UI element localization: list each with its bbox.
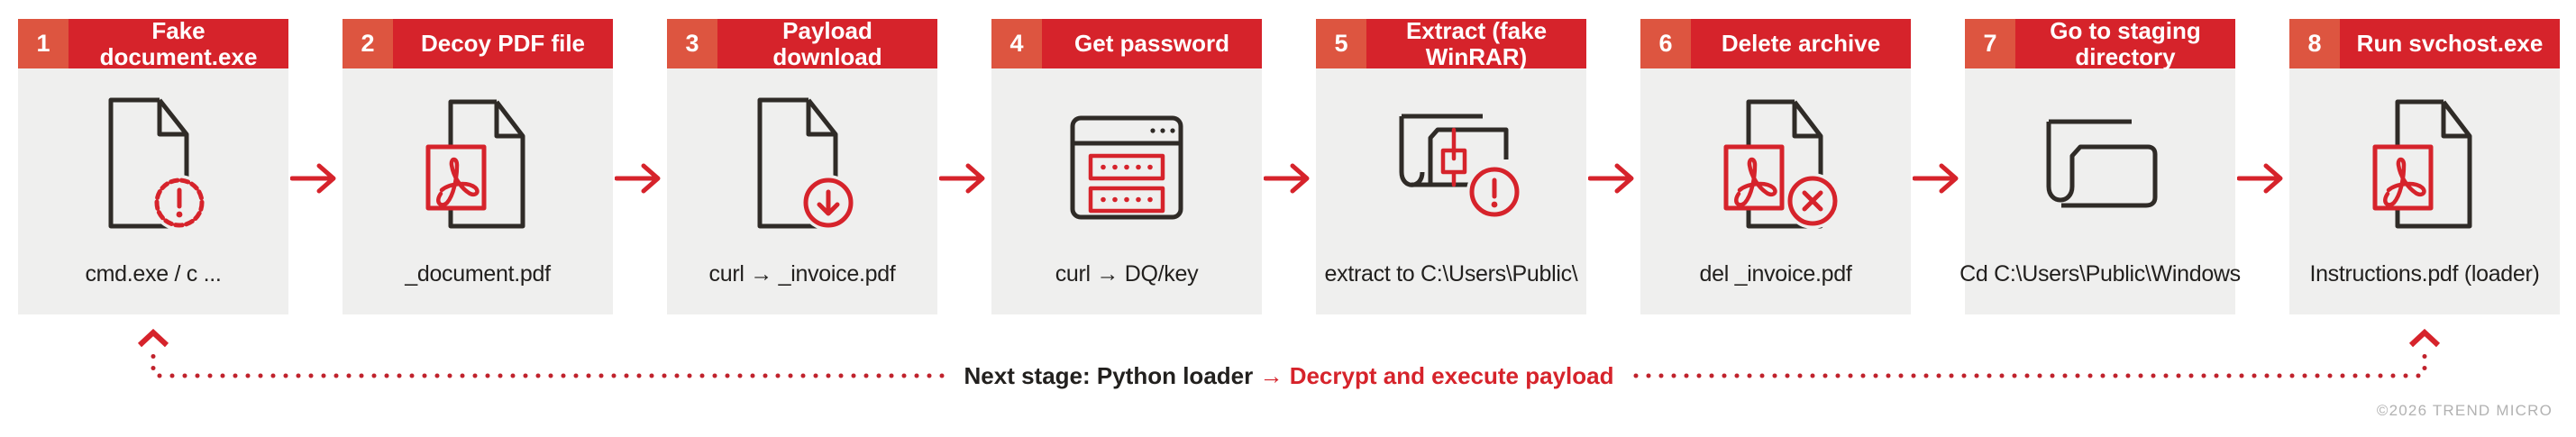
step-8-body: Instructions.pdf (loader) [2289, 68, 2560, 314]
step-card-8: 8 Run svchost.exe Instructions.pdf (load… [2289, 19, 2560, 314]
step-card-5: 5 Extract (fake WinRAR) [1316, 18, 1586, 314]
folder-icon [2046, 119, 2158, 207]
step-2-title: Decoy PDF file [393, 19, 613, 68]
flow-arrow-icon [1264, 163, 1310, 194]
step-5-header: 5 Extract (fake WinRAR) [1316, 18, 1586, 69]
next-stage-label-black: Next stage: Python loader [964, 362, 1254, 389]
step-1-caption: cmd.exe / c ... [85, 261, 222, 287]
step-3-header: 3 Payload download [667, 18, 937, 69]
step-1-header: 1 Fake document.exe [18, 18, 288, 69]
pdf-file-icon [425, 99, 525, 228]
copyright-text: ©2026 TREND MICRO [2376, 402, 2553, 419]
step-3-number: 3 [667, 19, 717, 68]
step-7-header: 7 Go to staging directory [1965, 18, 2235, 69]
step-6-header: 6 Delete archive [1640, 19, 1911, 68]
step-3-caption: curl → _invoice.pdf [708, 261, 896, 287]
step-7-number: 7 [1965, 19, 2015, 68]
step-5-body: extract to C:\Users\Public\ [1316, 68, 1586, 314]
step-4-header: 4 Get password [991, 19, 1262, 68]
pdf-loader-icon [2372, 99, 2472, 228]
flow-arrow-icon [2237, 163, 2283, 194]
step-7-title: Go to staging directory [2015, 18, 2235, 69]
pdf-delete-icon [1723, 99, 1841, 229]
step-card-2: 2 Decoy PDF file _document.pdf [343, 19, 613, 314]
step-6-number: 6 [1640, 19, 1691, 68]
step-5-number: 5 [1316, 19, 1366, 68]
step-card-1: 1 Fake document.exe cmd.exe / c ... [18, 18, 288, 314]
step-4-number: 4 [991, 19, 1042, 68]
step-1-number: 1 [18, 19, 69, 68]
next-stage-label: Next stage: Python loader → Decrypt and … [949, 361, 1629, 390]
dotted-connector-vertical [151, 351, 156, 374]
step-3-title: Payload download [717, 18, 937, 69]
step-4-title: Get password [1042, 19, 1262, 68]
step-8-header: 8 Run svchost.exe [2289, 19, 2560, 68]
step-card-6: 6 Delete archive del _invoice.pdf [1640, 19, 1911, 314]
flow-arrow-icon [290, 163, 336, 194]
flow-arrow-icon [1588, 163, 1634, 194]
document-alert-icon [108, 97, 207, 231]
dotted-connector-vertical [2422, 351, 2427, 374]
step-2-number: 2 [343, 19, 393, 68]
step-card-4: 4 Get password curl → DQ/key [991, 19, 1262, 314]
step-8-title: Run svchost.exe [2340, 19, 2560, 68]
step-2-caption: _document.pdf [405, 261, 551, 287]
step-8-number: 8 [2289, 19, 2340, 68]
step-6-body: del _invoice.pdf [1640, 68, 1911, 314]
step-card-7: 7 Go to staging directory Cd C:\Users\Pu… [1959, 18, 2241, 314]
step-4-caption: curl → DQ/key [1055, 261, 1199, 287]
browser-password-icon [1070, 115, 1183, 219]
step-2-header: 2 Decoy PDF file [343, 19, 613, 68]
step-6-title: Delete archive [1691, 19, 1911, 68]
step-8-caption: Instructions.pdf (loader) [2309, 261, 2540, 287]
archive-extract-icon [1399, 114, 1522, 220]
chevron-up-icon [2408, 329, 2441, 348]
flow-arrow-icon [615, 163, 661, 194]
chevron-up-icon [137, 329, 169, 348]
flow-arrow-icon [1913, 163, 1959, 194]
step-3-body: curl → _invoice.pdf [667, 68, 937, 314]
step-5-title: Extract (fake WinRAR) [1366, 18, 1586, 69]
step-7-body: Cd C:\Users\Public\Windows [1959, 68, 2241, 314]
step-7-caption: Cd C:\Users\Public\Windows [1959, 261, 2241, 287]
step-4-body: curl → DQ/key [991, 68, 1262, 314]
step-5-caption: extract to C:\Users\Public\ [1324, 261, 1578, 287]
flow-arrow-icon [939, 163, 985, 194]
step-6-caption: del _invoice.pdf [1699, 261, 1852, 287]
next-stage-label-red: → Decrypt and execute payload [1259, 362, 1614, 389]
step-2-body: _document.pdf [343, 68, 613, 314]
step-1-body: cmd.exe / c ... [18, 68, 288, 314]
document-download-icon [757, 97, 856, 231]
step-1-title: Fake document.exe [69, 18, 288, 69]
step-card-3: 3 Payload download curl → _invoice.pdf [667, 18, 937, 314]
